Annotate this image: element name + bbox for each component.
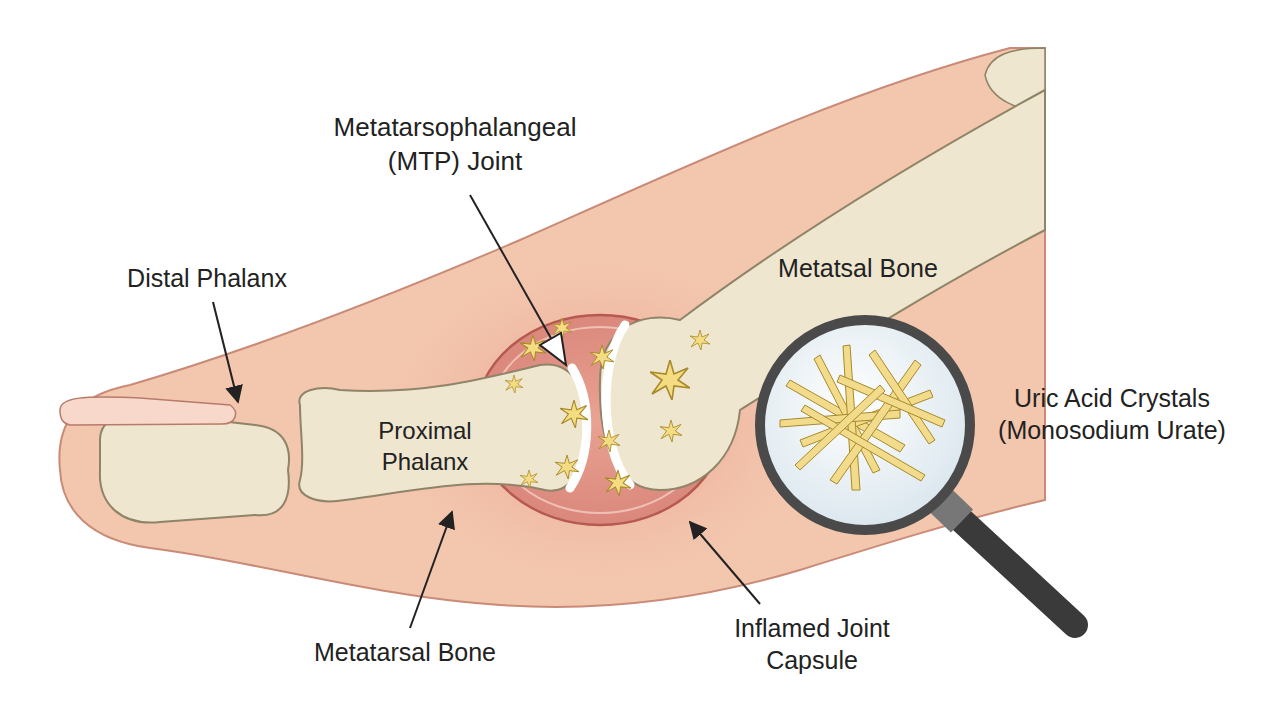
label-holder: Proximal Phalanx — [355, 415, 495, 477]
part-label: Proximal Phalanx — [355, 415, 495, 477]
leader-line — [690, 522, 760, 604]
part-label: Metatarsophalangeal (MTP) Joint — [305, 111, 605, 179]
label-holder: Metatarsophalangeal (MTP) Joint — [305, 111, 605, 179]
label-holder: Inflamed Joint Capsule — [717, 612, 907, 677]
leader-line — [213, 302, 238, 402]
label-holder: Metatsal Bone — [773, 252, 943, 285]
part-label: Metatarsal Bone — [285, 636, 525, 669]
hollow-arrowhead — [540, 333, 566, 365]
part-label: Distal Phalanx — [87, 262, 327, 295]
urate-crystals — [505, 318, 710, 496]
label-holder: Metatarsal Bone — [285, 636, 525, 669]
proximal-phalanx-bone — [299, 365, 586, 502]
magnifier — [760, 320, 1075, 625]
part-label: Uric Acid Crystals (Monosodium Urate) — [981, 382, 1243, 447]
part-label: Inflamed Joint Capsule — [717, 612, 907, 677]
foot-skin — [59, 48, 1045, 607]
leader-line — [470, 195, 552, 340]
crystal-needles — [780, 345, 945, 490]
magnifier-lens — [760, 320, 970, 530]
magnifier-handle — [945, 505, 1075, 625]
cartilage — [606, 325, 630, 485]
leader-line — [410, 512, 452, 628]
distal-phalanx-bone — [100, 412, 289, 522]
label-holder: Distal Phalanx — [87, 262, 327, 295]
part-label: Metatsal Bone — [773, 252, 943, 285]
toenail — [60, 397, 236, 425]
label-holder: Uric Acid Crystals (Monosodium Urate) — [981, 382, 1243, 447]
